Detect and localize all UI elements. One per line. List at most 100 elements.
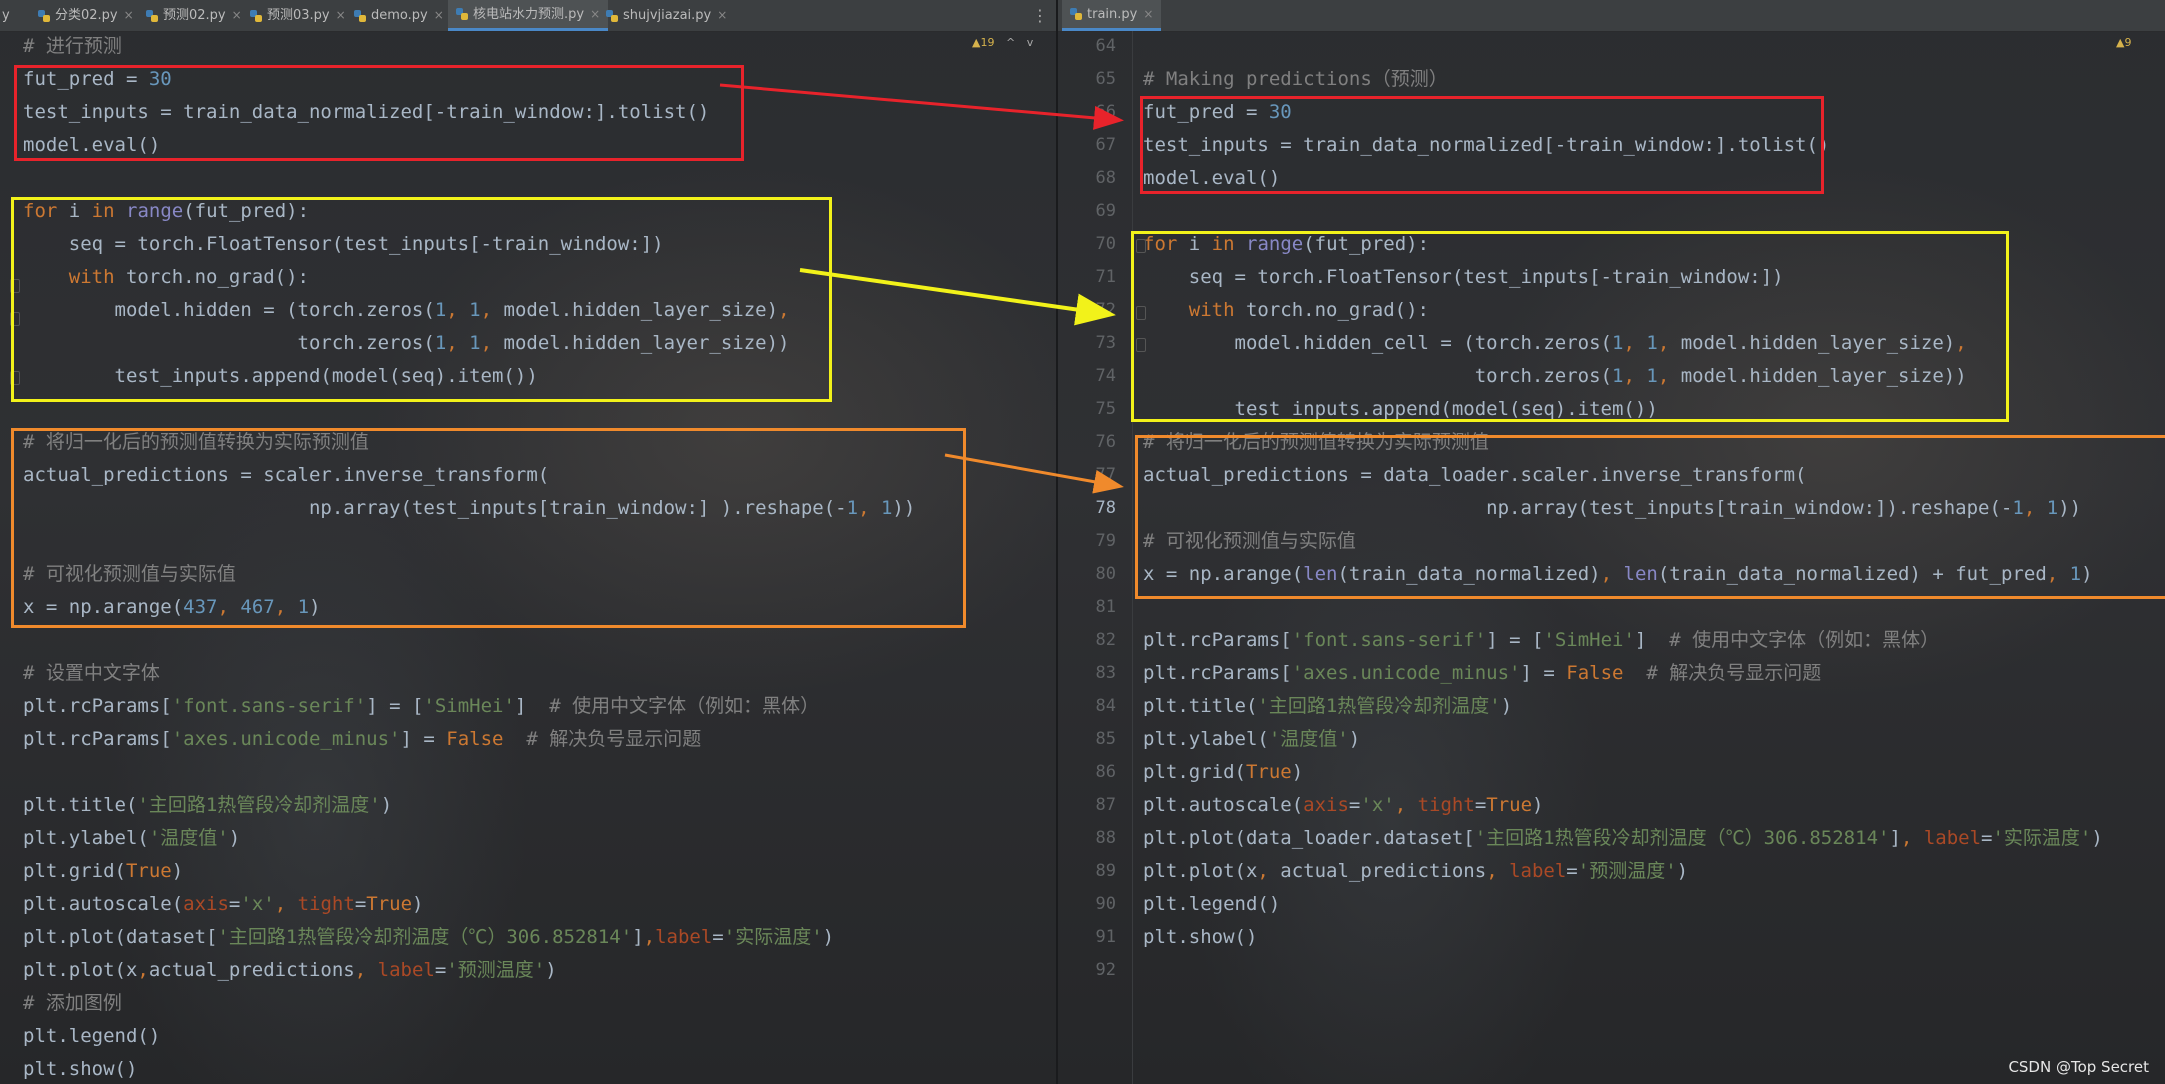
line-number: 82 (1095, 630, 1116, 650)
left-code-line[interactable]: for i in range(fut_pred): (23, 200, 310, 222)
right-code-line[interactable]: model.eval() (1143, 167, 1281, 189)
left-code-line[interactable]: # 设置中文字体 (23, 662, 160, 684)
right-code-line[interactable] (1143, 195, 1154, 228)
python-file-icon (250, 9, 262, 22)
line-number: 85 (1095, 729, 1116, 749)
python-file-icon (146, 9, 158, 22)
editor-tab-yuce02[interactable]: 预测02.py × (146, 0, 242, 31)
fold-marker-icon[interactable] (10, 371, 20, 385)
left-code-line[interactable]: plt.show() (23, 1058, 138, 1080)
right-code-line[interactable]: torch.zeros(1, 1, model.hidden_layer_siz… (1143, 365, 1967, 387)
right-code-line[interactable]: model.hidden_cell = (torch.zeros(1, 1, m… (1143, 332, 1967, 354)
left-code-line[interactable]: plt.legend() (23, 1025, 161, 1047)
editor-tab-shujvjiazai[interactable]: shujvjiazai.py × (606, 0, 727, 31)
chevron-down-icon[interactable]: v (1026, 36, 1034, 49)
left-code-line[interactable]: # 可视化预测值与实际值 (23, 563, 236, 585)
left-code-line[interactable]: plt.plot(dataset['主回路1热管段冷却剂温度（℃）306.852… (23, 926, 835, 948)
fold-marker-icon[interactable] (1136, 306, 1146, 320)
right-code-line[interactable]: plt.title('主回路1热管段冷却剂温度') (1143, 695, 1513, 717)
close-icon[interactable]: × (123, 8, 134, 22)
close-icon[interactable]: × (335, 8, 346, 22)
left-code-line[interactable]: test_inputs.append(model(seq).item()) (23, 365, 538, 387)
right-code-line[interactable] (1143, 30, 1154, 63)
left-code-line[interactable]: plt.rcParams['font.sans-serif'] = ['SimH… (23, 695, 820, 717)
right-code-line[interactable]: plt.rcParams['axes.unicode_minus'] = Fal… (1143, 662, 1822, 684)
left-code-line[interactable]: plt.title('主回路1热管段冷却剂温度') (23, 794, 393, 816)
line-number: 73 (1095, 333, 1116, 353)
left-code-line[interactable]: # 将归一化后的预测值转换为实际预测值 (23, 431, 369, 453)
line-number: 69 (1095, 201, 1116, 221)
left-code-line[interactable]: torch.zeros(1, 1, model.hidden_layer_siz… (23, 332, 790, 354)
left-code-line[interactable]: actual_predictions = scaler.inverse_tran… (23, 464, 550, 486)
left-code-line[interactable]: test_inputs = train_data_normalized[-tra… (23, 101, 710, 123)
left-code-line[interactable] (23, 393, 34, 426)
python-file-icon (1070, 8, 1082, 20)
fold-marker-icon[interactable] (10, 279, 20, 293)
editor-tab-yuce03[interactable]: 预测03.py × (250, 0, 346, 31)
right-code-line[interactable] (1143, 591, 1154, 624)
close-icon[interactable]: × (590, 6, 601, 21)
warning-count: ▲19 (972, 36, 995, 49)
left-code-line[interactable]: model.eval() (23, 134, 161, 156)
inspection-widget[interactable]: ▲9 (2116, 36, 2131, 49)
left-editor-pane: y 分类02.py × 预测02.py × 预测03.py × demo.py … (0, 0, 1056, 1084)
left-code-line[interactable]: plt.grid(True) (23, 860, 184, 882)
left-code-line[interactable]: x = np.arange(437, 467, 1) (23, 596, 321, 618)
left-code-line[interactable] (23, 756, 34, 789)
pane-splitter[interactable] (1056, 0, 1058, 1084)
right-code-line[interactable]: seq = torch.FloatTensor(test_inputs[-tra… (1143, 266, 1784, 288)
chevron-up-icon[interactable]: ^ (1005, 36, 1016, 49)
left-code-line[interactable]: # 进行预测 (23, 35, 122, 57)
close-icon[interactable]: × (1143, 6, 1154, 21)
left-code-line[interactable]: plt.rcParams['axes.unicode_minus'] = Fal… (23, 728, 702, 750)
right-code-line[interactable]: plt.grid(True) (1143, 761, 1304, 783)
close-icon[interactable]: × (231, 8, 242, 22)
left-code-line[interactable]: plt.ylabel('温度值') (23, 827, 241, 849)
right-code-line[interactable]: # 可视化预测值与实际值 (1143, 530, 1356, 552)
right-code-line[interactable]: for i in range(fut_pred): (1143, 233, 1430, 255)
right-code-line[interactable]: test_inputs = train_data_normalized[-tra… (1143, 134, 1830, 156)
left-code-line[interactable]: seq = torch.FloatTensor(test_inputs[-tra… (23, 233, 664, 255)
editor-tab-train[interactable]: train.py × (1062, 0, 1162, 31)
line-number: 79 (1095, 531, 1116, 551)
editor-tab-demo[interactable]: demo.py × (354, 0, 444, 31)
right-code-line[interactable]: plt.show() (1143, 926, 1258, 948)
editor-tab-fenlei02[interactable]: 分类02.py × (38, 0, 134, 31)
right-code-line[interactable]: plt.legend() (1143, 893, 1281, 915)
right-code-line[interactable] (1143, 954, 1154, 987)
left-code-line[interactable]: # 添加图例 (23, 992, 122, 1014)
right-code-line[interactable]: plt.plot(x, actual_predictions, label='预… (1143, 860, 1689, 882)
right-code-line[interactable]: plt.autoscale(axis='x', tight=True) (1143, 794, 1544, 816)
right-code-line[interactable]: x = np.arange(len(train_data_normalized)… (1143, 563, 2093, 585)
right-code-line[interactable]: plt.rcParams['font.sans-serif'] = ['SimH… (1143, 629, 1940, 651)
fold-marker-icon[interactable] (10, 312, 20, 326)
left-code-line[interactable]: model.hidden = (torch.zeros(1, 1, model.… (23, 299, 790, 321)
left-code-line[interactable]: with torch.no_grad(): (68, 266, 309, 288)
fold-marker-icon[interactable] (1136, 239, 1146, 253)
left-code-line[interactable] (23, 162, 34, 195)
left-code-line[interactable] (23, 624, 34, 657)
right-code-line[interactable]: # 将归一化后的预测值转换为实际预测值 (1143, 431, 1489, 453)
right-code-line[interactable]: plt.ylabel('温度值') (1143, 728, 1361, 750)
left-code-line[interactable]: plt.autoscale(axis='x', tight=True) (23, 893, 424, 915)
more-tabs-icon[interactable]: ⋮ (1032, 6, 1048, 25)
right-code-line[interactable]: actual_predictions = data_loader.scaler.… (1143, 464, 1807, 486)
inspection-widget[interactable]: ▲19 ^ v (972, 36, 1033, 49)
right-code-line[interactable]: np.array(test_inputs[train_window:]).res… (1143, 497, 2082, 519)
editor-tab-hedianzhan[interactable]: 核电站水力预测.py × (448, 0, 609, 31)
right-code-line[interactable]: test_inputs.append(model(seq).item()) (1143, 398, 1658, 420)
left-code-line[interactable]: np.array(test_inputs[train_window:] ).re… (23, 497, 916, 519)
watermark: CSDN @Top Secret (2008, 1058, 2149, 1076)
left-code-line[interactable] (23, 525, 34, 558)
left-code-line[interactable]: fut_pred = 30 (23, 68, 172, 90)
close-icon[interactable]: × (433, 8, 444, 22)
python-file-icon (456, 8, 468, 20)
close-icon[interactable]: × (717, 8, 728, 22)
editor-tab[interactable]: y (2, 8, 10, 23)
right-code-line[interactable]: # Making predictions（预测） (1143, 68, 1448, 90)
right-code-line[interactable]: plt.plot(data_loader.dataset['主回路1热管段冷却剂… (1143, 827, 2103, 849)
right-code-line[interactable]: fut_pred = 30 (1143, 101, 1292, 123)
fold-marker-icon[interactable] (1136, 338, 1146, 352)
left-code-line[interactable]: plt.plot(x,actual_predictions, label='预测… (23, 959, 557, 981)
right-code-line[interactable]: with torch.no_grad(): (1188, 299, 1429, 321)
